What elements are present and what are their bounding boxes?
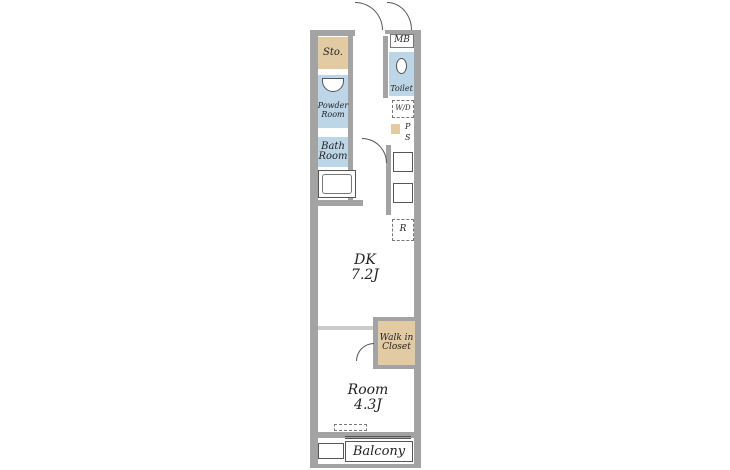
room-label: Room [347,382,389,399]
pipe-space [391,124,400,134]
balcony-window[interactable] [345,436,411,439]
kitchen-sink-icon [393,183,413,203]
stove-icon [393,152,413,172]
mb-door[interactable] [387,2,412,30]
dk-size: 7.2J [351,267,379,283]
outer-wall-top-right [385,30,421,34]
air-conditioner [334,424,367,431]
room-area: Room 4.3J [333,380,403,416]
powder-room-label: Powder Room [317,101,349,119]
storage-label: Sto. [323,46,343,58]
inner-wall-core [348,36,353,206]
inner-wall-kitchen [386,145,391,215]
washer-label: W/D [395,104,411,113]
walk-in-closet: Walk in Closet [378,321,415,365]
meter-box: MB [390,34,414,48]
room-size: 4.3J [354,397,382,413]
bath-room-label: Bath Room [318,140,348,162]
toilet-label: Toilet [390,83,413,93]
washer-space: W/D [392,100,414,118]
bath-room: Bath Room [318,137,348,167]
entrance-door[interactable] [355,2,383,30]
toilet-icon [396,58,407,74]
dk-label: DK [354,252,376,269]
bath-door[interactable] [362,138,387,163]
outer-wall-top [310,30,355,36]
balcony-wall [310,432,421,438]
closet-door[interactable] [356,343,374,361]
refrigerator-label: R [399,224,407,235]
refrigerator-space: R [392,219,414,241]
balcony: Balcony [345,441,413,462]
balcony-storage [318,443,344,459]
walk-in-closet-label: Walk in Closet [379,332,414,352]
powder-room: Powder Room [318,75,348,128]
inner-wall-core-bottom [310,200,363,206]
balcony-bottom [310,464,421,468]
pipe-space-p: P [405,122,411,131]
sink-icon [322,78,344,92]
storage-room: Sto. [318,37,348,69]
outer-wall-right [414,30,421,468]
partition-wall [318,326,378,330]
outer-wall-left [310,30,318,468]
meter-box-label: MB [394,35,410,46]
balcony-label: Balcony [352,443,406,459]
inner-wall-toilet [383,36,388,98]
pipe-space-s: S [405,133,411,142]
bathtub-icon [318,170,356,198]
toilet-room: Toilet [389,52,414,96]
dk-area: DK 7.2J [330,250,400,286]
